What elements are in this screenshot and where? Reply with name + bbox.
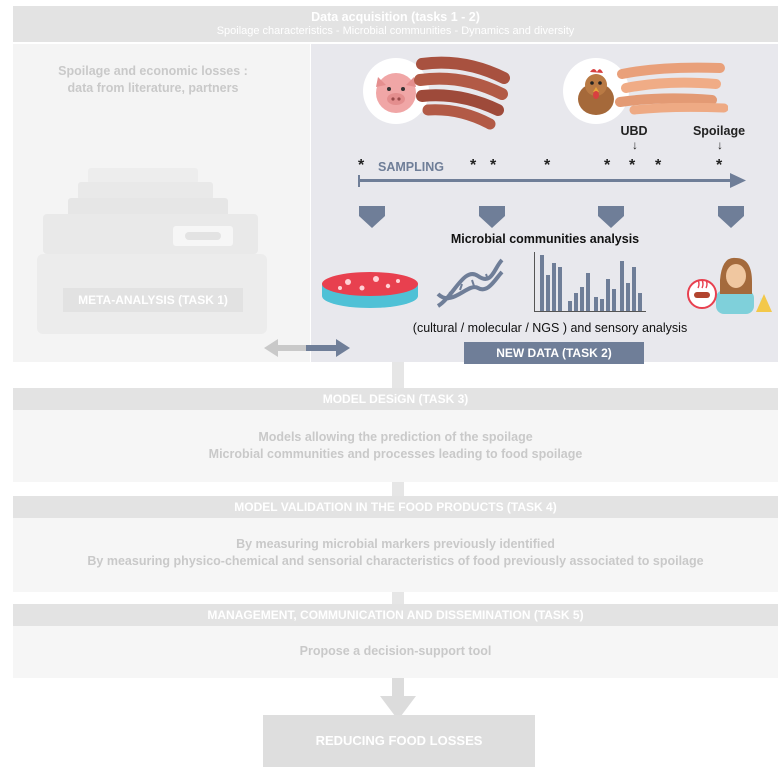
task3-bar: MODEL DESiGN (TASK 3) [13, 388, 778, 410]
spoilage-arrow-icon: ↓ [717, 138, 723, 152]
sampling-star: * [490, 157, 497, 174]
task4-line2: By measuring physico-chemical and sensor… [87, 554, 704, 568]
task4-bar: MODEL VALIDATION IN THE FOOD PRODUCTS (T… [13, 496, 778, 518]
sampling-star: * [716, 157, 723, 174]
final-box: REDUCING FOOD LOSSES [263, 715, 535, 767]
sampling-label: SAMPLING [378, 160, 444, 174]
analysis-caption: (cultural / molecular / NGS ) and sensor… [412, 321, 688, 335]
sampling-star: * [358, 157, 365, 174]
dna-icon [436, 258, 504, 308]
down-chevron-icon [718, 206, 744, 228]
archive-box-icon [37, 168, 267, 334]
poultry-sausages-icon [615, 62, 728, 115]
double-arrow-icon [264, 339, 350, 357]
sampling-star: * [544, 157, 551, 174]
task5-line1: Propose a decision-support tool [299, 644, 492, 658]
new-data-label: NEW DATA (TASK 2) [464, 342, 644, 364]
pig-icon [363, 58, 429, 124]
sampling-star: * [655, 157, 662, 174]
header-subtitle: Spoilage characteristics - Microbial com… [216, 25, 575, 37]
ngs-bar-graph-icon [534, 252, 646, 312]
task4-panel [13, 518, 778, 592]
sampling-star: * [470, 157, 477, 174]
chicken-icon [563, 58, 629, 124]
header-bar: Data acquisition (tasks 1 - 2) Spoilage … [13, 6, 778, 42]
ubd-label: UBD [620, 124, 648, 138]
meta-analysis-panel: Spoilage and economic losses : data from… [13, 44, 310, 362]
down-arrow-icon [380, 678, 416, 720]
connector-line [392, 482, 404, 496]
meta-text-line1: Spoilage and economic losses : [58, 64, 248, 78]
spoilage-label: Spoilage [692, 124, 746, 138]
down-chevron-icon [359, 206, 385, 228]
task3-line2: Microbial communities and processes lead… [208, 447, 583, 461]
sensory-analysis-icon [687, 257, 772, 314]
meta-text-line2: data from literature, partners [67, 81, 239, 95]
down-chevron-icon [598, 206, 624, 228]
petri-dish-icon [322, 272, 418, 308]
connector-line [392, 592, 404, 604]
task3-line1: Models allowing the prediction of the sp… [258, 430, 533, 444]
task5-bar: MANAGEMENT, COMMUNICATION AND DISSEMINAT… [13, 604, 778, 626]
timeline-arrow [358, 173, 746, 188]
task3-panel [13, 410, 778, 482]
analysis-title: Microbial communities analysis [450, 232, 640, 246]
task5-panel [13, 626, 778, 678]
header-title: Data acquisition (tasks 1 - 2) [311, 10, 480, 24]
sampling-star: * [604, 157, 611, 174]
ubd-arrow-icon: ↓ [632, 138, 638, 152]
task4-line1: By measuring microbial markers previousl… [236, 537, 555, 551]
pork-sausages-icon [414, 56, 510, 130]
down-chevron-icon [479, 206, 505, 228]
connector-line [392, 362, 404, 388]
sampling-star: * [629, 157, 636, 174]
meta-analysis-label: META-ANALYSIS (TASK 1) [63, 288, 243, 312]
